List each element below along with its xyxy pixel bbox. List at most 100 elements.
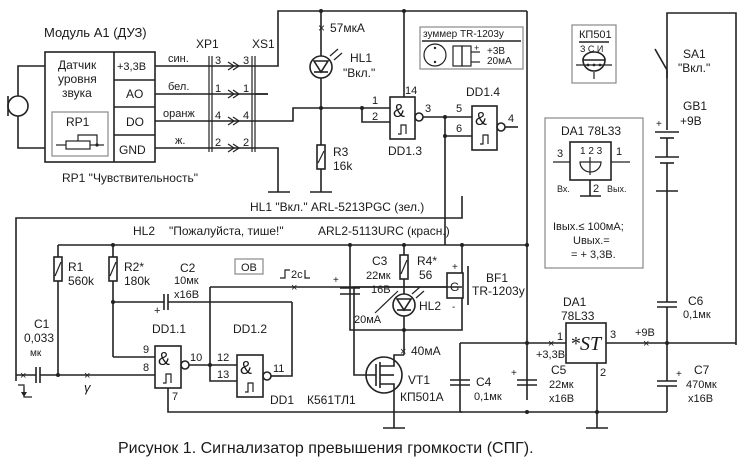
da1-iout: Iвых.≤ 100мА; bbox=[553, 221, 624, 233]
vt1-current: 40мА bbox=[411, 344, 441, 358]
c2-plus: + bbox=[154, 305, 160, 317]
test-point-mark: × bbox=[20, 370, 26, 382]
xp1-pin-2: 2 bbox=[215, 137, 221, 149]
xp1-pin-4: 4 bbox=[215, 110, 221, 122]
da1-inset-pin-gnd: 2 bbox=[593, 183, 599, 195]
r2-ref: R2* bbox=[124, 260, 144, 274]
negative-pulse-icon bbox=[18, 384, 32, 398]
gate-dd1-3-symbol: & bbox=[393, 101, 405, 121]
xp1-pin-1: 1 bbox=[215, 83, 221, 95]
ov-label: ОВ bbox=[241, 262, 257, 274]
connector-xp1 bbox=[208, 56, 256, 153]
hl2-current: 20мА bbox=[354, 314, 382, 326]
c3-plus: + bbox=[333, 275, 339, 286]
c6-ref: C6 bbox=[688, 294, 704, 308]
c4-ref: C4 bbox=[476, 375, 492, 389]
dd12-pin-11: 11 bbox=[273, 363, 284, 375]
dd11-pin-9: 9 bbox=[143, 344, 149, 356]
test-point-mark-5: × bbox=[643, 338, 649, 350]
mosfet-vt1-icon bbox=[353, 286, 462, 412]
c2-value: 10мк bbox=[174, 275, 199, 287]
bf1-minus: - bbox=[452, 302, 455, 313]
buzzer-voltage: +3В bbox=[487, 46, 505, 57]
dd1-part: К561ТЛ1 bbox=[307, 393, 356, 407]
r4-value: 56 bbox=[419, 268, 433, 282]
dd14-pin-5: 5 bbox=[456, 103, 462, 115]
test-point-mark-3: × bbox=[291, 282, 297, 294]
da1-ref: DA1 bbox=[563, 295, 587, 309]
gb1-value: +9В bbox=[680, 114, 702, 128]
da1-inset-out: Вых. bbox=[607, 184, 626, 194]
pin-do: DO bbox=[126, 115, 144, 129]
r3-ref: R3 bbox=[333, 145, 349, 159]
sensor-label-3: звука bbox=[62, 86, 92, 100]
da1-inset-pin-out: 1 bbox=[616, 146, 622, 158]
figure-caption: Рисунок 1. Сигнализатор превышения громк… bbox=[118, 440, 534, 457]
da1-symbol: *ST bbox=[570, 333, 603, 355]
dd13-pin-2: 2 bbox=[372, 111, 378, 123]
c7-voltage: х16В bbox=[688, 393, 713, 405]
c1-ref: C1 bbox=[34, 317, 50, 331]
buzzer-current: 20мА bbox=[487, 56, 512, 67]
dd12-pin-13: 13 bbox=[217, 369, 229, 381]
c7-value: 470мк bbox=[686, 379, 717, 391]
hl1-current: 57мкА bbox=[330, 21, 365, 35]
r3-value: 16k bbox=[333, 159, 353, 173]
gate-dd1-2 bbox=[236, 354, 264, 398]
dd13-pin-3: 3 bbox=[425, 103, 431, 115]
hl2-legend-part: ARL2-5113URC (красн.) bbox=[318, 224, 450, 238]
da1-inset-title: DA1 78L33 bbox=[561, 124, 621, 138]
dd11-ref: DD1.1 bbox=[152, 322, 186, 336]
potentiometer-icon bbox=[56, 134, 104, 150]
xs1-pin-1: 1 bbox=[243, 83, 249, 95]
gamma-label: γ bbox=[84, 380, 92, 395]
vt1-current-mark: × bbox=[400, 346, 406, 358]
vt1-part: КП501А bbox=[400, 390, 444, 404]
test-point-mark-2: × bbox=[84, 370, 90, 382]
battery-icon bbox=[655, 131, 679, 192]
sa1-name: "Вкл." bbox=[678, 61, 710, 75]
c5-voltage: х16В bbox=[549, 393, 574, 405]
dd11-pin-8: 8 bbox=[143, 362, 149, 374]
c7-plus: + bbox=[676, 369, 682, 380]
dd14-pin-6: 6 bbox=[456, 123, 462, 135]
kp501-pins: З С И bbox=[580, 44, 603, 54]
hl1-ref: HL1 bbox=[350, 51, 372, 65]
dd12-ref: DD1.2 bbox=[233, 322, 267, 336]
to92-icon bbox=[553, 157, 630, 197]
c2-voltage: х16В bbox=[174, 289, 199, 301]
da1-pin-3: 3 bbox=[610, 329, 616, 341]
wire-color-3: оранж bbox=[163, 108, 195, 120]
buzzer-plus: + bbox=[474, 43, 479, 53]
sensor-label-1: Датчик bbox=[58, 58, 97, 72]
dd13-pin-1: 1 bbox=[372, 95, 378, 107]
buzzer-bf1-icon bbox=[446, 266, 469, 305]
vt1-ref: VT1 bbox=[408, 373, 430, 387]
kp501-title: КП501 bbox=[579, 29, 612, 41]
c1-unit: мк bbox=[30, 348, 42, 359]
da1-uout2: = + 3,3В. bbox=[571, 249, 616, 261]
gb1-ref: GB1 bbox=[683, 99, 707, 113]
c5-ref: C5 bbox=[551, 363, 567, 377]
c4-value: 0,1мк bbox=[474, 391, 502, 403]
xs1-pin-2: 2 bbox=[243, 137, 249, 149]
wire-color-2: бел. bbox=[168, 81, 189, 93]
hl2-ref: HL2 bbox=[419, 299, 441, 313]
da1-inset-in: Вх. bbox=[557, 184, 570, 194]
microphone-icon bbox=[7, 65, 45, 149]
gate-dd1-1 bbox=[154, 345, 182, 389]
r2-value: 180k bbox=[124, 274, 151, 288]
hl2-legend-name: "Пожалуйста, тише!" bbox=[169, 224, 284, 238]
r4-ref: R4* bbox=[417, 254, 437, 268]
bf1-ref: BF1 bbox=[486, 271, 508, 285]
dd13-ref: DD1.3 bbox=[388, 144, 422, 158]
gate-dd1-4-symbol: & bbox=[475, 109, 487, 129]
c3-ref: C3 bbox=[372, 254, 388, 268]
hl1-legend: HL1 "Вкл." ARL-5213PGC (зел.) bbox=[250, 200, 424, 214]
da1-part: 78L33 bbox=[561, 309, 595, 323]
buzzer-inset-title: зуммер TR-1203у bbox=[423, 29, 504, 40]
battery-plus: + bbox=[656, 119, 662, 130]
dd12-pin-12: 12 bbox=[217, 352, 229, 364]
gate-dd1-1-symbol: & bbox=[158, 349, 170, 369]
